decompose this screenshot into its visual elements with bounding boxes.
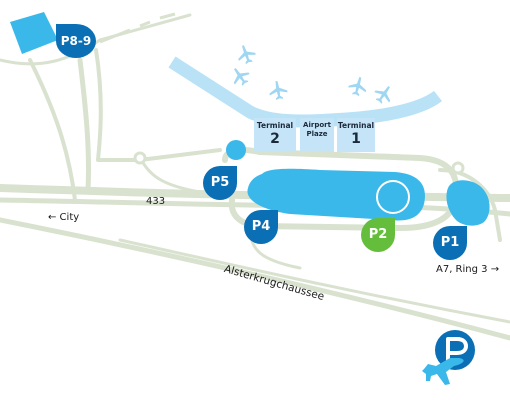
roundabout-1 <box>133 151 147 165</box>
parking-plane-logo-icon <box>422 330 475 385</box>
pin-label-p2: P2 <box>368 227 388 242</box>
to-a7-ring3-link[interactable]: A7, Ring 3 → <box>436 264 500 275</box>
terminal-2-building[interactable]: Terminal 2 <box>254 118 296 152</box>
terminal-1-number: 1 <box>351 131 361 147</box>
dashed-road <box>99 12 176 44</box>
airport-plaza-label: Airport Plaze <box>303 121 331 138</box>
side-road <box>118 238 510 324</box>
pin-label-p8-9: P8-9 <box>60 34 92 48</box>
pin-marker <box>56 24 96 58</box>
parking-pin-p4[interactable]: P4 <box>244 210 278 244</box>
route-433-label: 433 <box>146 196 166 207</box>
pin-label-p4: P4 <box>251 219 271 234</box>
airplane-icon <box>348 77 367 97</box>
terminal-2-label: Terminal <box>256 121 294 130</box>
apron-band <box>168 56 442 128</box>
road-north-2 <box>94 48 222 162</box>
p1-road <box>438 168 502 242</box>
road-top <box>0 13 192 66</box>
airport-plaza-building[interactable]: Airport Plaze <box>300 118 334 152</box>
parking-area-p5 <box>226 140 246 160</box>
pin-label-p1: P1 <box>440 235 460 250</box>
airplane-icon <box>269 80 288 100</box>
pin-marker <box>361 218 395 252</box>
pin-marker <box>244 210 278 244</box>
road-north-1 <box>77 57 92 193</box>
alsterkrugchaussee-road <box>0 217 510 341</box>
pin-marker <box>203 166 237 200</box>
roundabout-2 <box>451 161 465 175</box>
parking-pin-p8-9[interactable]: P8-9 <box>56 24 96 58</box>
parking-area-p1 <box>446 180 490 226</box>
to-city-link[interactable]: ← City <box>48 212 80 223</box>
road-north-3 <box>28 58 77 202</box>
airplane-icon <box>238 45 256 65</box>
terminal-1-label: Terminal <box>337 121 375 130</box>
parking-pin-p2[interactable]: P2 <box>361 218 395 252</box>
parking-area-p8-9 <box>10 12 58 54</box>
parking-pin-p1[interactable]: P1 <box>433 226 467 260</box>
airplane-icon <box>374 86 391 104</box>
airplane-icon <box>233 68 250 86</box>
pin-label-p5: P5 <box>210 175 230 190</box>
parking-pin-p5[interactable]: P5 <box>203 166 237 200</box>
pin-marker <box>433 226 467 260</box>
connector-road <box>138 156 202 194</box>
terminal-2-number: 2 <box>270 131 280 147</box>
terminal-1-building[interactable]: Terminal 1 <box>337 118 375 152</box>
parking-garage-ring <box>376 180 410 214</box>
